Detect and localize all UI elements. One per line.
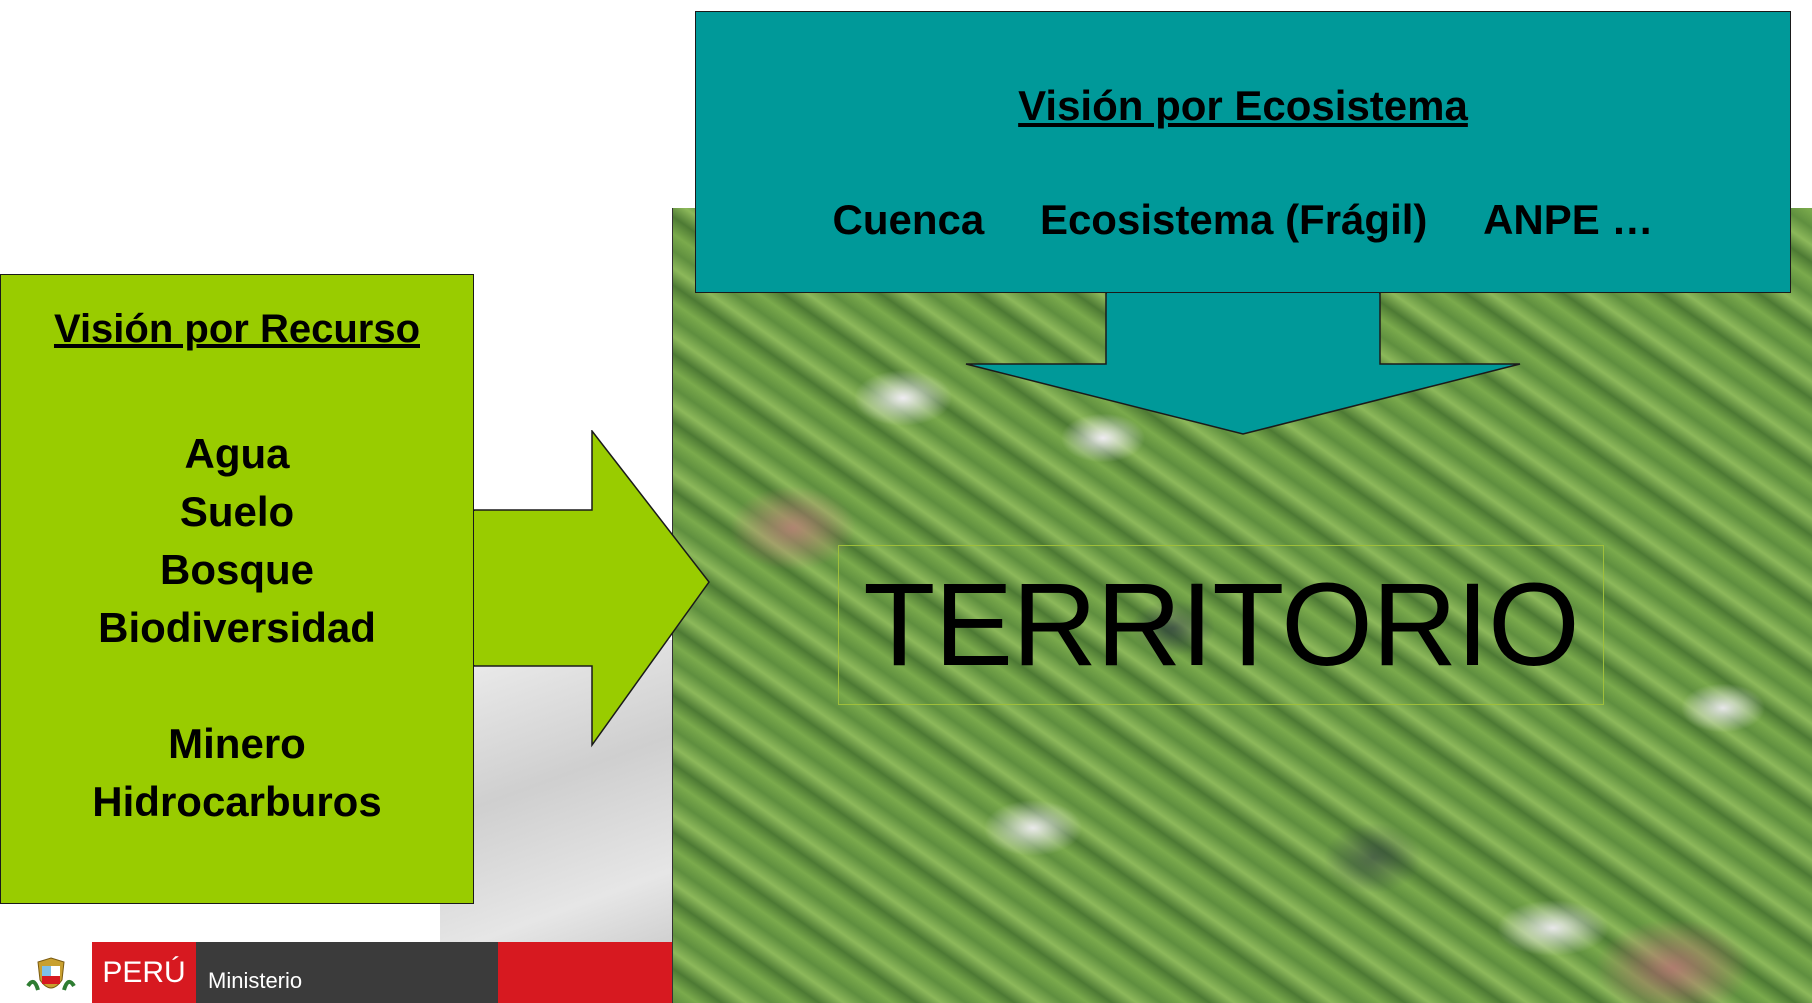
red-band <box>498 942 672 1003</box>
right-arrow <box>473 430 710 748</box>
down-arrow <box>965 292 1521 435</box>
territorio-box: TERRITORIO <box>838 545 1604 705</box>
recurso-item: Agua <box>184 430 290 477</box>
ecosistema-item: ANPE … <box>1483 196 1654 243</box>
footer-logo-bar: PERÚ Ministerio <box>0 942 672 1003</box>
recurso-title: Visión por Recurso <box>53 307 420 351</box>
ecosistema-box: Visión por Ecosistema Cuenca Ecosistema … <box>695 11 1791 293</box>
recurso-item: Suelo <box>179 488 295 535</box>
ecosistema-item: Ecosistema (Frágil) <box>1039 196 1428 243</box>
ecosistema-items: Cuenca Ecosistema (Frágil) ANPE … <box>696 196 1790 244</box>
recurso-item: Biodiversidad <box>98 604 376 651</box>
recurso-item: Bosque <box>159 546 314 593</box>
recurso-box: Visión por Recurso Agua Suelo Bosque Bio… <box>0 274 474 904</box>
peru-coat-of-arms-icon <box>26 957 76 991</box>
list-spacer <box>1 657 473 715</box>
territorio-label: TERRITORIO <box>863 559 1580 691</box>
ecosistema-title: Visión por Ecosistema <box>1018 82 1468 129</box>
recurso-item: Hidrocarburos <box>92 778 382 825</box>
ministry-label: Ministerio <box>196 942 498 1003</box>
ecosistema-item: Cuenca <box>832 196 985 243</box>
recurso-list: Agua Suelo Bosque Biodiversidad Minero H… <box>1 425 473 831</box>
peru-label: PERÚ <box>92 942 196 1003</box>
recurso-item: Minero <box>168 720 306 767</box>
